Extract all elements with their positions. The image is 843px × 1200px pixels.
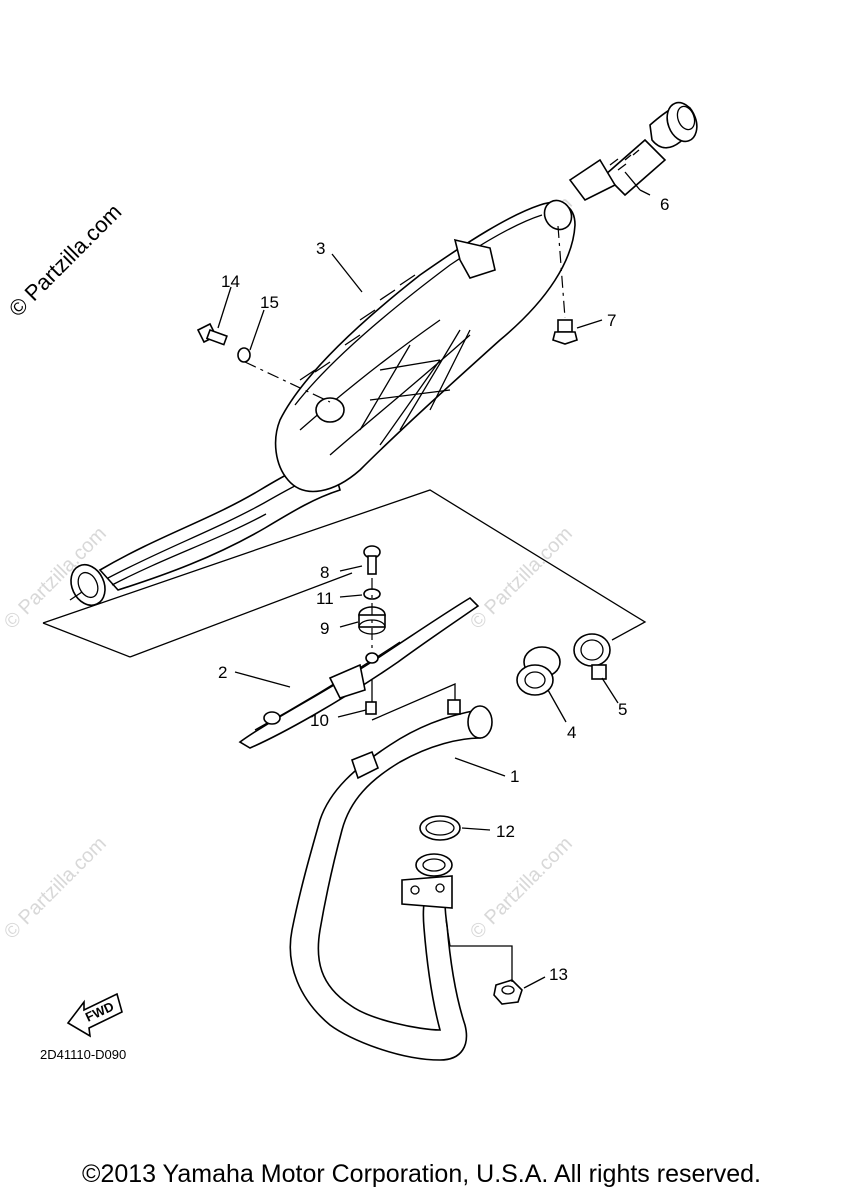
spark-arrestor-part-6 [568,101,698,202]
leader-lines [217,171,651,989]
clamp-part-5 [573,633,611,680]
muffler-part-3 [69,199,576,606]
protector-part-2 [238,596,480,749]
diagram-code: 2D41110-D090 [40,1047,126,1062]
nut-part-13 [493,979,523,1005]
watermark-main: © Partzilla.com [4,199,127,322]
copyright-footer: ©2013 Yamaha Motor Corporation, U.S.A. A… [82,1160,761,1188]
callout-14: 14 [221,272,240,291]
screw-part-8 [363,545,381,575]
assembly-line-upper [244,361,331,403]
washer-part-15 [237,347,251,363]
callout-13: 13 [549,965,568,984]
callout-2: 2 [218,663,227,682]
assembly-frame-left [42,622,131,658]
callout-3: 3 [316,239,325,258]
callout-11: 11 [316,589,334,608]
watermark-faint-right-lower: © Partzilla.com [466,833,577,944]
callout-6: 6 [660,195,669,214]
assembly-frame-bottom [129,572,353,658]
bolt-part-7 [552,319,578,345]
exhaust-pipe-part-1 [289,699,493,1061]
callout-8: 8 [320,563,329,582]
collar-part-10 [365,701,377,715]
gasket-part-12 [419,815,461,841]
callout-5: 5 [618,700,627,719]
assembly-line-rear [557,225,566,319]
assembly-frame [42,489,647,641]
callout-12: 12 [496,822,515,841]
callout-1: 1 [510,767,519,786]
callout-7: 7 [607,311,616,330]
watermark-faint-left-lower: © Partzilla.com [0,833,111,944]
gasket-part-4 [516,646,561,696]
fwd-arrow-icon: FWD [66,992,123,1038]
watermark-faint-right-upper: © Partzilla.com [466,523,577,634]
callout-9: 9 [320,619,329,638]
callout-4: 4 [567,723,576,742]
bolt-part-14 [196,322,228,346]
callout-15: 15 [260,293,279,312]
callout-10: 10 [310,711,329,730]
